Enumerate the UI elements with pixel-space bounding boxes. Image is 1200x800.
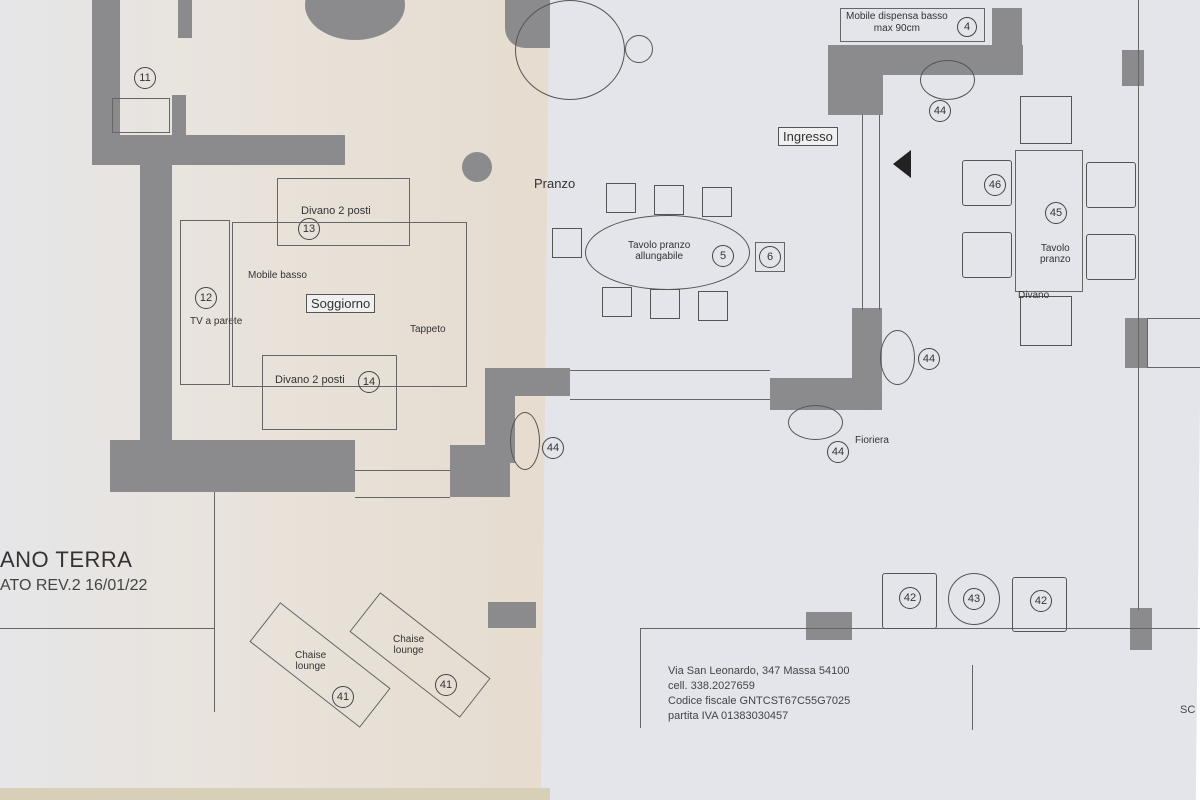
wall — [806, 612, 852, 640]
rug-label: Tappeto — [410, 324, 446, 335]
sheet-label: SC — [1180, 704, 1196, 716]
chair — [606, 183, 636, 213]
title-line — [0, 628, 215, 629]
dining-table — [585, 215, 750, 290]
pantry-cabinet — [840, 8, 985, 42]
item-number: 44 — [918, 348, 940, 370]
sofa-label: Divano 2 posti — [301, 205, 371, 217]
chair — [702, 187, 732, 217]
armchair — [1012, 577, 1067, 632]
item-number: 13 — [298, 218, 320, 240]
item-number: 6 — [759, 246, 781, 268]
phone: cell. 338.2027659 — [668, 680, 755, 692]
item-number: 44 — [542, 437, 564, 459]
armchair — [1086, 234, 1136, 280]
wall — [1122, 50, 1144, 86]
sideboard — [755, 242, 785, 272]
wall — [92, 135, 345, 165]
item-number: 41 — [435, 674, 457, 696]
armchair — [882, 573, 937, 629]
window — [862, 115, 880, 310]
item-number: 4 — [957, 17, 977, 37]
wall — [992, 8, 1022, 75]
sofa-top — [277, 178, 410, 246]
planter — [920, 60, 975, 100]
planter — [788, 405, 843, 440]
title-block-divider — [972, 665, 973, 730]
item-number: 43 — [963, 588, 985, 610]
chair — [650, 289, 680, 319]
room-label-soggiorno: Soggiorno — [306, 294, 376, 313]
plan-sheet-left — [0, 0, 550, 800]
sofa-label: Divano — [1018, 290, 1050, 301]
column-round — [462, 152, 492, 182]
planter-label: Fioriera — [855, 435, 889, 446]
item-number: 5 — [712, 245, 734, 267]
wall — [178, 0, 192, 38]
chair — [654, 185, 684, 215]
room-label-pranzo: Pranzo — [534, 176, 576, 191]
item-number: 45 — [1045, 202, 1067, 224]
window — [570, 370, 770, 400]
outline-box — [1147, 318, 1200, 368]
room-label-ingresso: Ingresso — [778, 127, 838, 146]
sofa-label: Divano 2 posti — [275, 374, 345, 386]
chair — [1020, 296, 1072, 346]
round-table — [948, 573, 1000, 625]
item-number: 11 — [134, 67, 156, 89]
outdoor-table — [1015, 150, 1083, 292]
item-number: 46 — [984, 174, 1006, 196]
wall — [485, 368, 570, 396]
planter — [510, 412, 540, 470]
chair — [552, 228, 582, 258]
wall — [770, 378, 882, 410]
item-number: 41 — [332, 686, 354, 708]
tv-cabinet — [180, 220, 230, 385]
outline-line — [1138, 0, 1139, 610]
table-surface — [0, 788, 550, 800]
wall — [110, 440, 355, 492]
wall — [172, 95, 186, 135]
item-number: 44 — [929, 100, 951, 122]
chair — [1020, 96, 1072, 144]
chair — [698, 291, 728, 321]
planter — [880, 330, 915, 385]
round-stair — [515, 0, 625, 100]
armchair — [962, 160, 1012, 206]
wall — [488, 602, 536, 628]
wall — [140, 165, 172, 465]
rug — [232, 222, 467, 387]
wall — [1130, 608, 1152, 650]
address: Via San Leonardo, 347 Massa 54100 — [668, 665, 850, 677]
outline-line — [214, 492, 215, 712]
window — [355, 470, 450, 498]
entrance-arrow-icon — [893, 150, 911, 178]
stair-box — [112, 98, 170, 133]
wall — [828, 45, 883, 115]
chair — [602, 287, 632, 317]
sofa-bottom — [262, 355, 397, 430]
item-number: 12 — [195, 287, 217, 309]
tv-label: TV a parete — [190, 316, 243, 327]
armchair — [1086, 162, 1136, 208]
plan-revision: ATO REV.2 16/01/22 — [0, 577, 148, 594]
vat-number: partita IVA 01383030457 — [668, 710, 789, 722]
item-number: 14 — [358, 371, 380, 393]
column-small — [625, 35, 653, 63]
armchair — [962, 232, 1012, 278]
wall — [1125, 318, 1147, 368]
company-info: Via San Leonardo, 347 Massa 54100 cell. … — [668, 664, 850, 724]
plan-title: ANO TERRA — [0, 547, 133, 572]
item-number: 42 — [899, 587, 921, 609]
tax-code: Codice fiscale GNTCST67C55G7025 — [668, 695, 851, 707]
item-number: 44 — [827, 441, 849, 463]
cabinet-label: Mobile basso — [248, 270, 307, 281]
item-number: 42 — [1030, 590, 1052, 612]
